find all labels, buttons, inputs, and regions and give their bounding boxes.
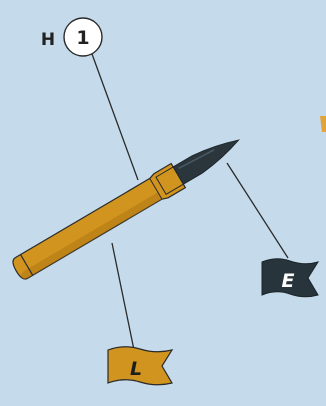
leader-line-e: [227, 163, 288, 258]
flag-l-letter: L: [130, 358, 142, 380]
flag-e-letter: E: [282, 270, 295, 292]
bullet-tip: [173, 131, 243, 184]
accent-fragment: [320, 116, 326, 132]
leader-line-l: [112, 243, 134, 350]
case-shadow: [19, 192, 162, 281]
callout-number: 1: [76, 27, 89, 49]
leader-line-callout: [92, 54, 138, 180]
callout-letter: H: [41, 30, 55, 50]
